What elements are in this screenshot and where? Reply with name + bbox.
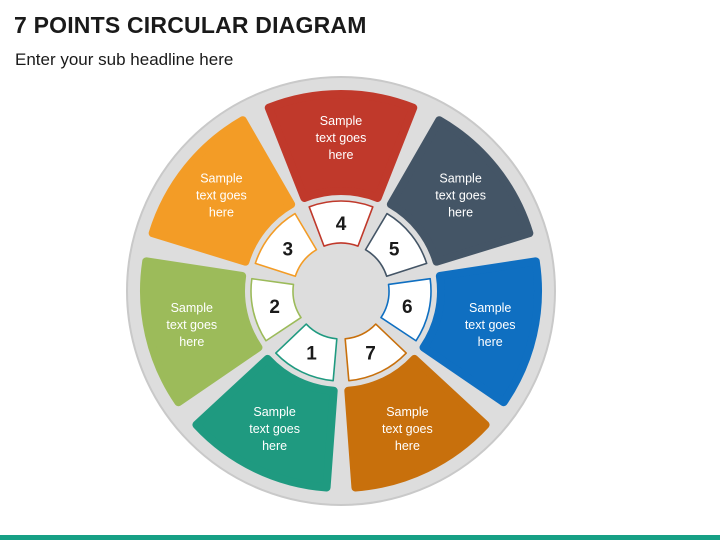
page-title: 7 POINTS CIRCULAR DIAGRAM [14,12,367,38]
segment-1-text: Sample text goes here [249,405,300,453]
segment-7-text-line: Sample [386,405,428,419]
segment-2-text-line: text goes [166,318,217,332]
segment-3-text-line: here [209,206,234,220]
segment-1-number: 1 [306,343,317,364]
bottom-accent-bar [0,535,720,540]
segment-2-tab [250,277,302,342]
segment-4-number: 4 [336,214,347,235]
segment-4-text: Sample text goes here [316,114,367,162]
segment-5-text-line: text goes [435,189,486,203]
segment-7-text: Sample text goes here [382,405,433,453]
segment-2-text: Sample text goes here [166,301,217,349]
segment-2-text-line: here [179,335,204,349]
segment-6-tab [380,277,432,342]
segment-7-number: 7 [365,343,376,364]
segment-6-text: Sample text goes here [465,301,516,349]
segment-2 [140,257,263,407]
segment-4-text-line: text goes [316,131,367,145]
segment-1 [192,354,338,492]
segment-5-number: 5 [389,240,400,261]
segment-4 [264,90,418,202]
segment-7 [344,354,490,492]
center-hole [296,246,386,336]
segment-6-text-line: here [478,335,503,349]
segment-2-text-line: Sample [171,301,213,315]
segment-3-tab [254,212,318,278]
segment-3-text: Sample text goes here [196,172,247,220]
segment-5-text-line: here [448,206,473,220]
segment-1-tab [274,323,338,382]
segment-4-text-line: here [328,148,353,162]
segment-2-number: 2 [269,297,280,318]
segment-5-text-line: Sample [439,172,481,186]
segment-1-text-line: here [262,439,287,453]
segment-4-text-line: Sample [320,114,362,128]
segment-5 [386,116,534,266]
segment-6-number: 6 [402,297,413,318]
segment-3 [148,116,296,266]
segment-1-text-line: Sample [253,405,295,419]
segment-7-text-line: text goes [382,422,433,436]
segment-5-text: Sample text goes here [435,172,486,220]
segment-6-text-line: text goes [465,318,516,332]
segment-5-tab [364,212,428,278]
segment-3-text-line: Sample [200,172,242,186]
segment-3-number: 3 [283,240,294,261]
segment-7-tab [344,323,408,382]
segment-3-text-line: text goes [196,189,247,203]
segment-7-text-line: here [395,439,420,453]
segment-6-text-line: Sample [469,301,511,315]
segment-4-tab [308,200,374,247]
segment-6 [419,257,542,407]
page-subtitle: Enter your sub headline here [15,50,234,69]
segment-1-text-line: text goes [249,422,300,436]
